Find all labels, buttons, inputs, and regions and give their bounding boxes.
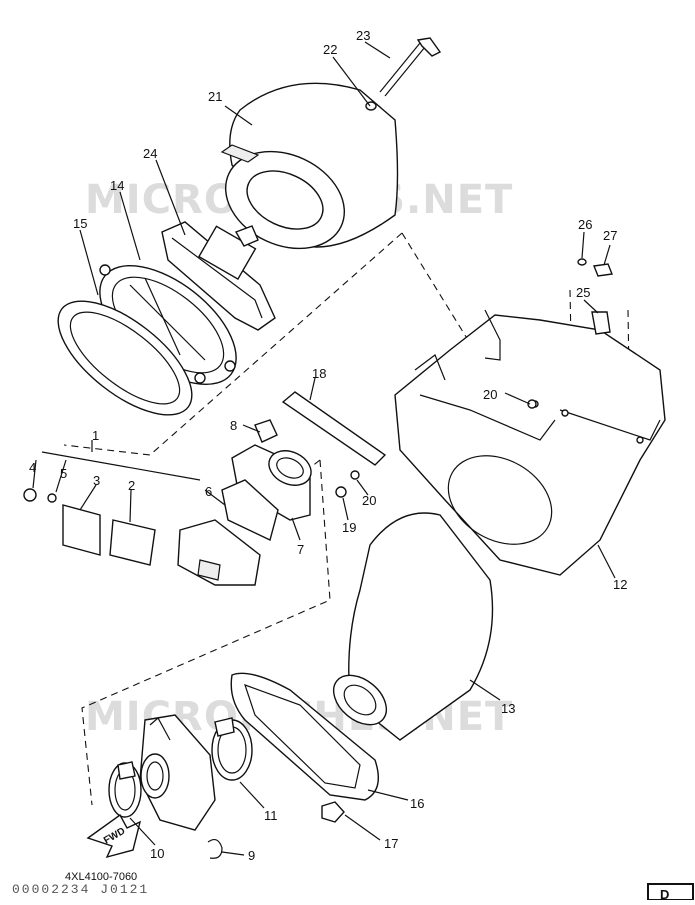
bottom-strip-text: 00002234 J0121	[12, 882, 149, 897]
callout-10: 10	[150, 846, 164, 861]
callout-1: 1	[92, 428, 99, 443]
callout-13: 13	[501, 701, 515, 716]
reed-petal-3	[62, 504, 101, 556]
washer-5	[47, 493, 57, 503]
callout-4: 4	[29, 460, 36, 475]
air-filter-element	[220, 82, 399, 250]
bolt-8	[254, 419, 278, 443]
nut-20	[350, 470, 360, 480]
part-code: 4XL4100-7060	[65, 871, 137, 883]
reed-valve-block-7	[231, 444, 312, 521]
clamp-10	[108, 761, 142, 818]
corner-box-label: D	[660, 887, 669, 900]
fwd-arrow-icon: FWD	[86, 813, 142, 859]
dashed-guide	[401, 232, 469, 341]
gasket-15	[57, 300, 193, 416]
carburetor	[139, 714, 216, 831]
callout-21: 21	[208, 89, 222, 104]
callout-24: 24	[143, 146, 157, 161]
callout-7: 7	[297, 542, 304, 557]
dashed-guide	[81, 459, 331, 806]
bolt-27	[593, 263, 613, 277]
washer-26	[577, 258, 587, 266]
callout-20-lower: 20	[362, 493, 376, 508]
callout-23: 23	[356, 28, 370, 43]
callout-8: 8	[230, 418, 237, 433]
corner-box: D	[647, 883, 694, 902]
clip-9	[207, 838, 223, 859]
intake-boot-13	[332, 512, 494, 741]
callout-2: 2	[128, 478, 135, 493]
callout-27: 27	[603, 228, 617, 243]
callouts: 1 2 3 4 5 6 7 8 9 10 11 12 13 14 15 16 1…	[29, 28, 627, 863]
callout-6: 6	[205, 484, 212, 499]
reed-valve-1	[177, 519, 261, 586]
callout-12: 12	[613, 577, 627, 592]
callout-25: 25	[576, 285, 590, 300]
callout-20-upper: 20	[483, 387, 497, 402]
callout-5: 5	[60, 466, 67, 481]
clamp-11	[211, 717, 253, 781]
callout-9: 9	[248, 848, 255, 863]
leader-lines	[32, 41, 616, 856]
callout-16: 16	[410, 796, 424, 811]
nut-20-upper	[527, 399, 537, 409]
plate-18	[281, 391, 387, 466]
callout-19: 19	[342, 520, 356, 535]
callout-11: 11	[264, 808, 278, 823]
callout-18: 18	[312, 366, 326, 381]
callout-17: 17	[384, 836, 398, 851]
dashed-guide	[63, 232, 403, 456]
callout-26: 26	[578, 217, 592, 232]
flange-gasket-16	[230, 672, 379, 801]
reed-petal-2	[109, 519, 156, 566]
callout-14: 14	[110, 178, 124, 193]
bolt-23	[379, 37, 442, 97]
nut-17	[321, 801, 345, 823]
callout-22: 22	[323, 42, 337, 57]
filter-holder-24	[161, 221, 276, 331]
screw-4	[23, 488, 37, 502]
callout-3: 3	[93, 473, 100, 488]
clip-25	[591, 311, 611, 335]
plug-19	[335, 486, 347, 498]
filter-cage-14	[99, 264, 237, 386]
callout-15: 15	[73, 216, 87, 231]
reed-cage-6	[221, 479, 279, 541]
